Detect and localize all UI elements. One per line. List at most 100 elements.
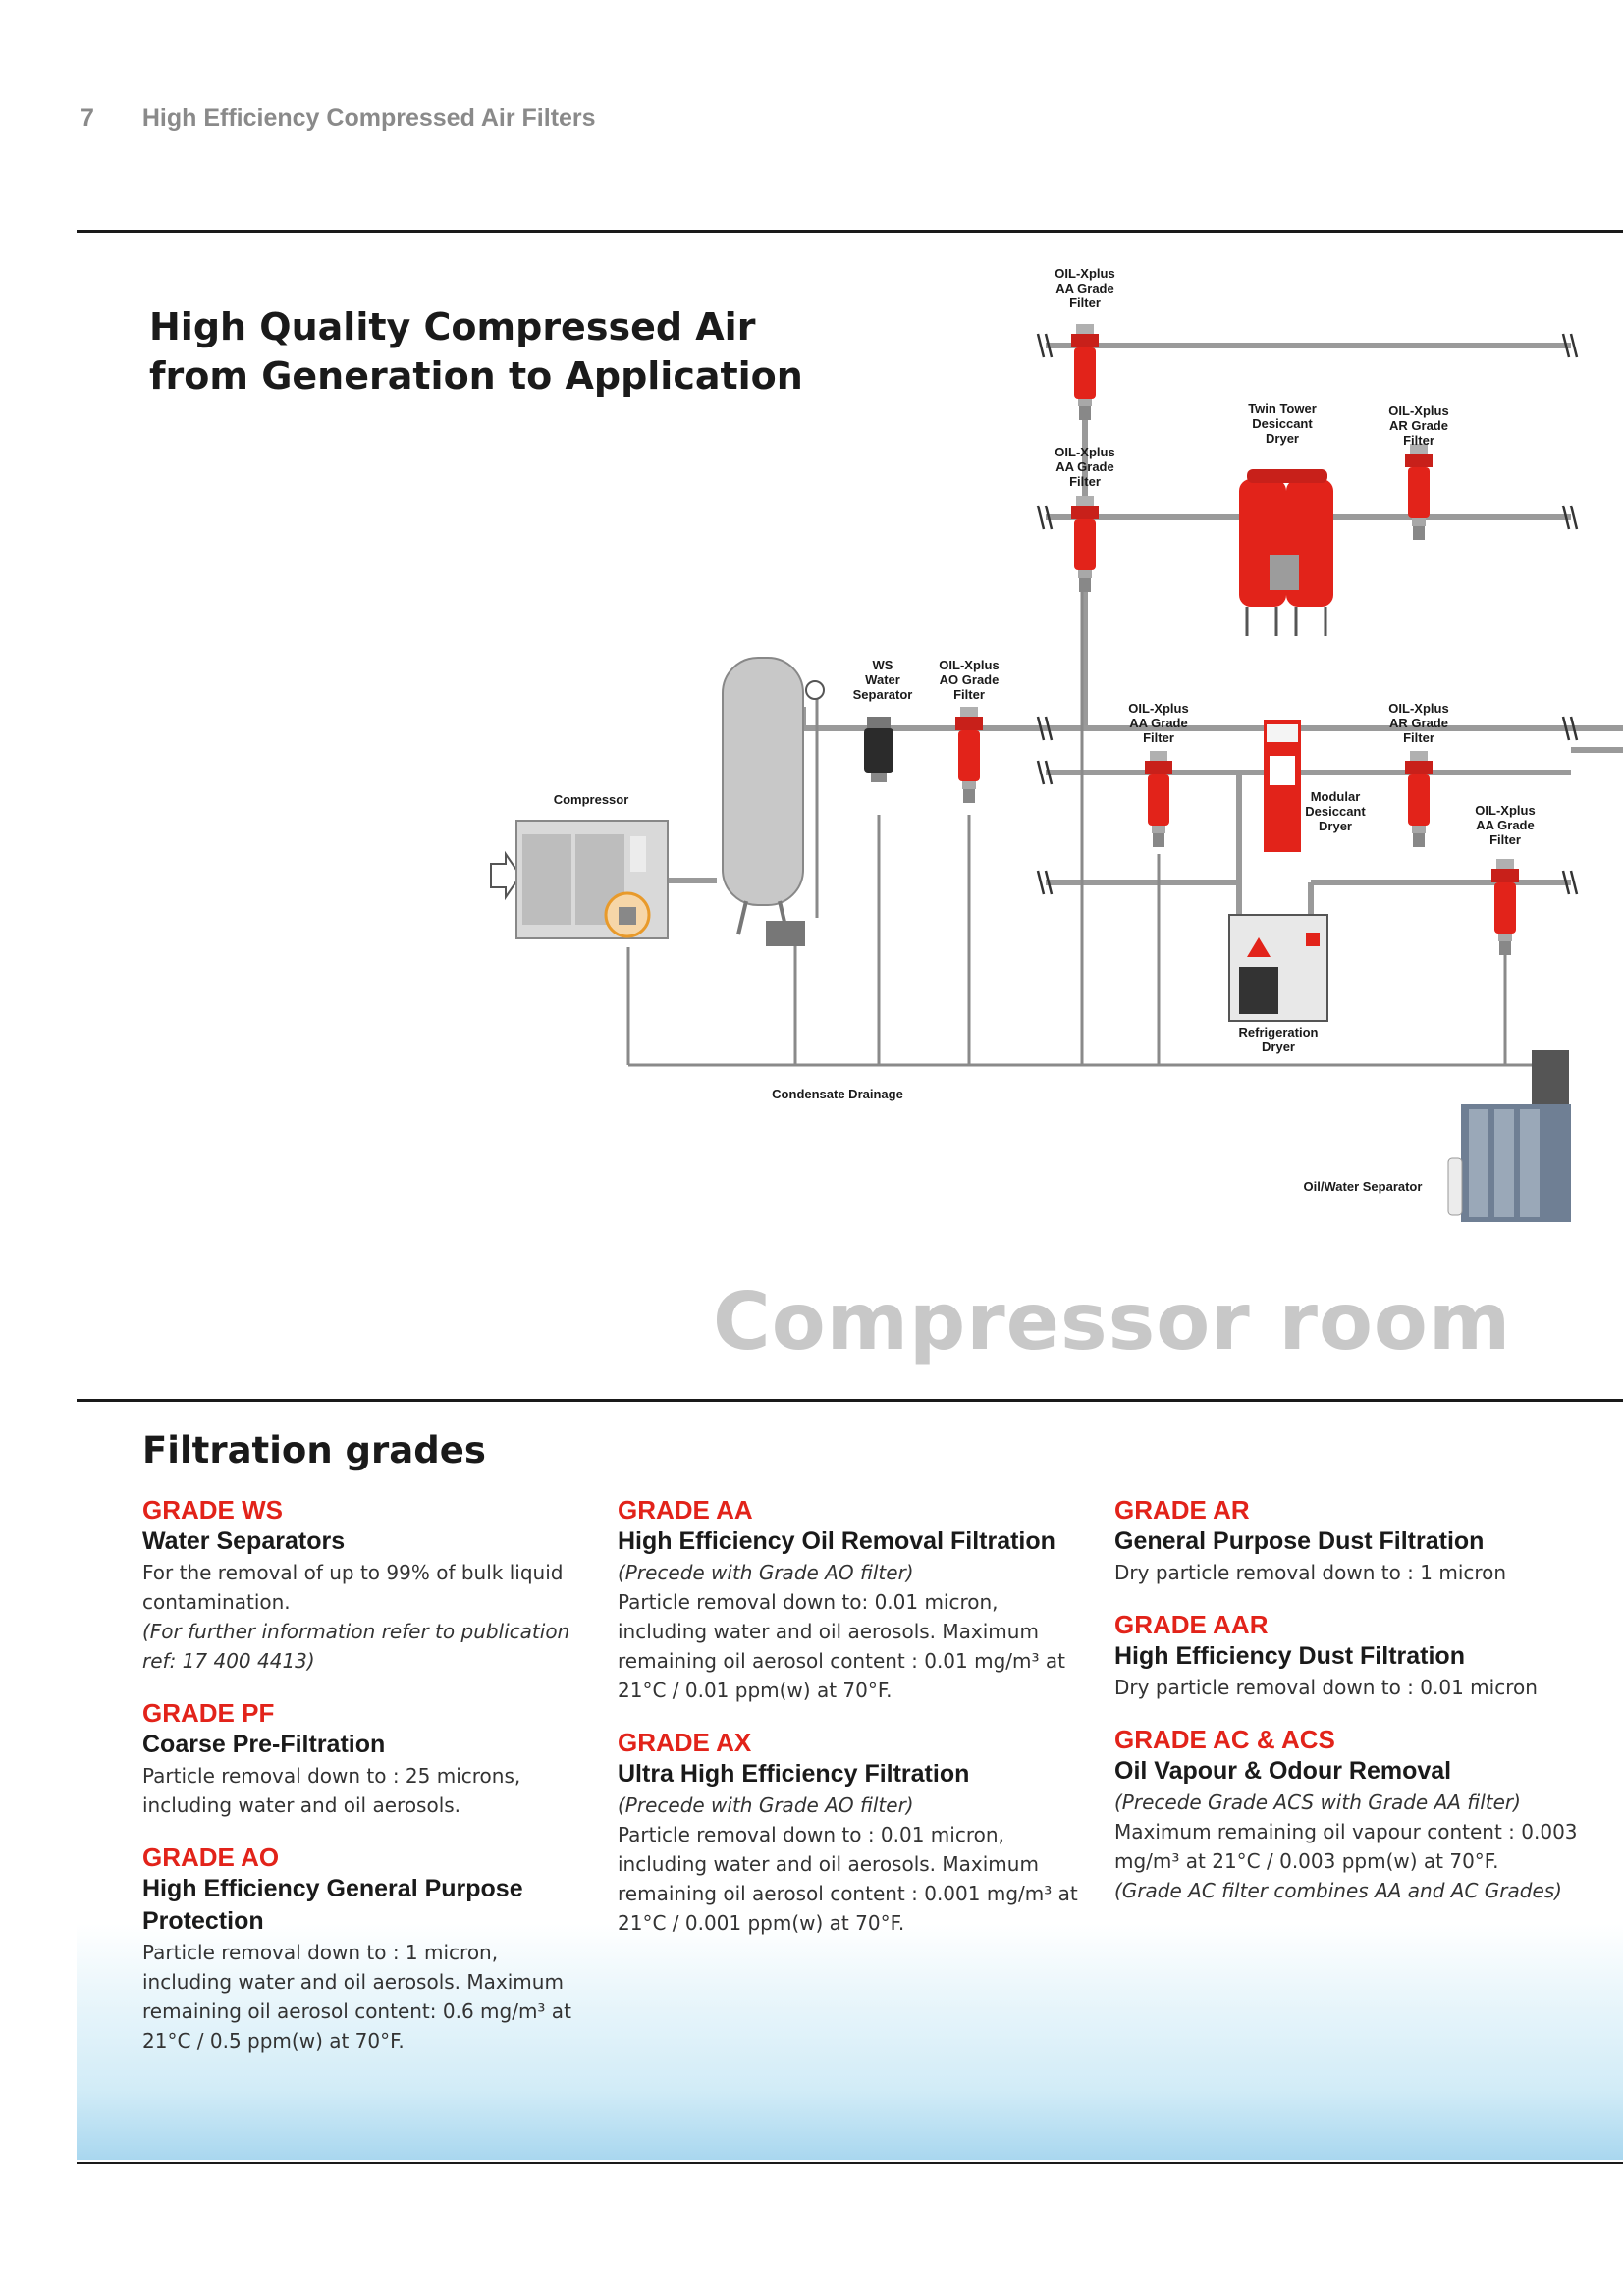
grade-title: GRADE AO — [142, 1842, 280, 1872]
label-aa-top-2: AA Grade — [1055, 281, 1113, 295]
main-title-line2: from Generation to Application — [149, 354, 803, 398]
label-ar-top-2: AR Grade — [1389, 418, 1448, 433]
grades-column-2: GRADE AA High Efficiency Oil Removal Fil… — [618, 1494, 1079, 1959]
label-aa-top-3: Filter — [1069, 295, 1101, 310]
grade-subtitle: High Efficiency General Purpose Protecti… — [142, 1875, 523, 1935]
grade-note-2: (Grade AC filter combines AA and AC Grad… — [1114, 1879, 1562, 1902]
main-title: High Quality Compressed Air from Generat… — [149, 302, 803, 400]
label-ws-3: Separator — [853, 687, 913, 702]
label-twin-2: Desiccant — [1252, 416, 1313, 431]
label-aa-mid-3: Filter — [1069, 474, 1101, 489]
twin-tower-dryer-icon — [1239, 469, 1333, 636]
grade-ao: GRADE AO High Efficiency General Purpose… — [142, 1842, 589, 2056]
label-ar-low-3: Filter — [1403, 730, 1434, 745]
grade-note: (Precede with Grade AO filter) — [618, 1793, 914, 1817]
grade-title: GRADE WS — [142, 1495, 283, 1524]
mid-divider — [77, 1399, 1623, 1402]
ao-filter-icon — [955, 707, 983, 803]
label-aa-low-3: Filter — [1143, 730, 1174, 745]
wave-background — [77, 1924, 1623, 2160]
grade-aar: GRADE AAR High Efficiency Dust Filtratio… — [1114, 1609, 1600, 1702]
page-header: 7 High Efficiency Compressed Air Filters — [81, 104, 596, 133]
grade-subtitle: High Efficiency Oil Removal Filtration — [618, 1527, 1055, 1555]
label-refrig-1: Refrigeration — [1239, 1025, 1319, 1040]
grade-subtitle: Water Separators — [142, 1527, 346, 1555]
grade-ws: GRADE WS Water Separators For the remova… — [142, 1494, 589, 1676]
label-refrig-2: Dryer — [1262, 1040, 1295, 1054]
grade-ax: GRADE AX Ultra High Efficiency Filtratio… — [618, 1727, 1079, 1938]
label-aa-low-1: OIL-Xplus — [1128, 701, 1188, 716]
label-oil-water: Oil/Water Separator — [1304, 1179, 1423, 1194]
label-aa-mid-2: AA Grade — [1055, 459, 1113, 474]
water-separator-icon — [864, 717, 893, 782]
label-aa-top-1: OIL-Xplus — [1055, 266, 1114, 281]
grade-description: For the removal of up to 99% of bulk liq… — [142, 1561, 564, 1614]
grade-ac-acs: GRADE AC & ACS Oil Vapour & Odour Remova… — [1114, 1724, 1600, 1905]
grade-description: Maximum remaining oil vapour content : 0… — [1114, 1820, 1578, 1873]
aa-filter-right-icon — [1491, 859, 1519, 955]
grade-description: Dry particle removal down to : 0.01 micr… — [1114, 1676, 1538, 1699]
grade-title: GRADE AX — [618, 1728, 752, 1757]
label-ar-low-1: OIL-Xplus — [1388, 701, 1448, 716]
aa-filter-top-icon — [1071, 324, 1099, 420]
label-ws-2: Water — [865, 672, 900, 687]
label-ws-1: WS — [873, 658, 893, 672]
room-title: Compressor room — [713, 1276, 1512, 1367]
modular-dryer-icon — [1264, 720, 1301, 852]
grade-description: Dry particle removal down to : 1 micron — [1114, 1561, 1507, 1584]
label-aa-right-3: Filter — [1489, 832, 1521, 847]
compressor-icon — [490, 820, 669, 939]
label-ar-top-1: OIL-Xplus — [1388, 403, 1448, 418]
bottom-divider — [77, 2162, 1623, 2164]
grade-title: GRADE AAR — [1114, 1610, 1269, 1639]
aa-filter-mid-icon — [1071, 496, 1099, 592]
grade-note: (For further information refer to public… — [142, 1620, 570, 1673]
grade-subtitle: Coarse Pre-Filtration — [142, 1731, 386, 1758]
label-ar-low-2: AR Grade — [1389, 716, 1448, 730]
refrigeration-dryer-icon — [1228, 914, 1328, 1022]
grade-description: Particle removal down to : 1 micron, inc… — [142, 1941, 571, 2053]
label-twin-1: Twin Tower — [1248, 401, 1317, 416]
label-ao-1: OIL-Xplus — [939, 658, 999, 672]
grade-subtitle: General Purpose Dust Filtration — [1114, 1527, 1485, 1555]
ar-filter-low-icon — [1405, 751, 1433, 847]
label-aa-low-2: AA Grade — [1129, 716, 1187, 730]
grade-aa: GRADE AA High Efficiency Oil Removal Fil… — [618, 1494, 1079, 1705]
label-modular-1: Modular — [1311, 789, 1361, 804]
grade-title: GRADE AA — [618, 1495, 753, 1524]
label-modular-3: Dryer — [1319, 819, 1352, 833]
section-title: Filtration grades — [142, 1429, 486, 1471]
top-divider — [77, 230, 1623, 233]
grade-description: Particle removal down to : 0.01 micron, … — [618, 1823, 1078, 1935]
label-aa-right-2: AA Grade — [1476, 818, 1534, 832]
oil-water-separator-icon — [1447, 1050, 1571, 1222]
grade-subtitle: Oil Vapour & Odour Removal — [1114, 1757, 1452, 1785]
label-compressor: Compressor — [554, 792, 629, 807]
label-modular-2: Desiccant — [1305, 804, 1366, 819]
grade-title: GRADE PF — [142, 1698, 275, 1728]
grade-title: GRADE AC & ACS — [1114, 1725, 1335, 1754]
header-title: High Efficiency Compressed Air Filters — [141, 104, 596, 132]
aa-filter-low-icon — [1145, 751, 1172, 847]
grades-column-3: GRADE AR General Purpose Dust Filtration… — [1114, 1494, 1600, 1927]
grade-description: Particle removal down to: 0.01 micron, i… — [618, 1590, 1065, 1702]
grades-column-1: GRADE WS Water Separators For the remova… — [142, 1494, 589, 2077]
label-twin-3: Dryer — [1266, 431, 1299, 446]
label-aa-right-1: OIL-Xplus — [1475, 803, 1535, 818]
grade-title: GRADE AR — [1114, 1495, 1250, 1524]
grade-subtitle: High Efficiency Dust Filtration — [1114, 1642, 1465, 1670]
label-ao-3: Filter — [953, 687, 985, 702]
grade-subtitle: Ultra High Efficiency Filtration — [618, 1760, 970, 1788]
label-condensate: Condensate Drainage — [772, 1087, 903, 1101]
page-number: 7 — [81, 104, 94, 132]
